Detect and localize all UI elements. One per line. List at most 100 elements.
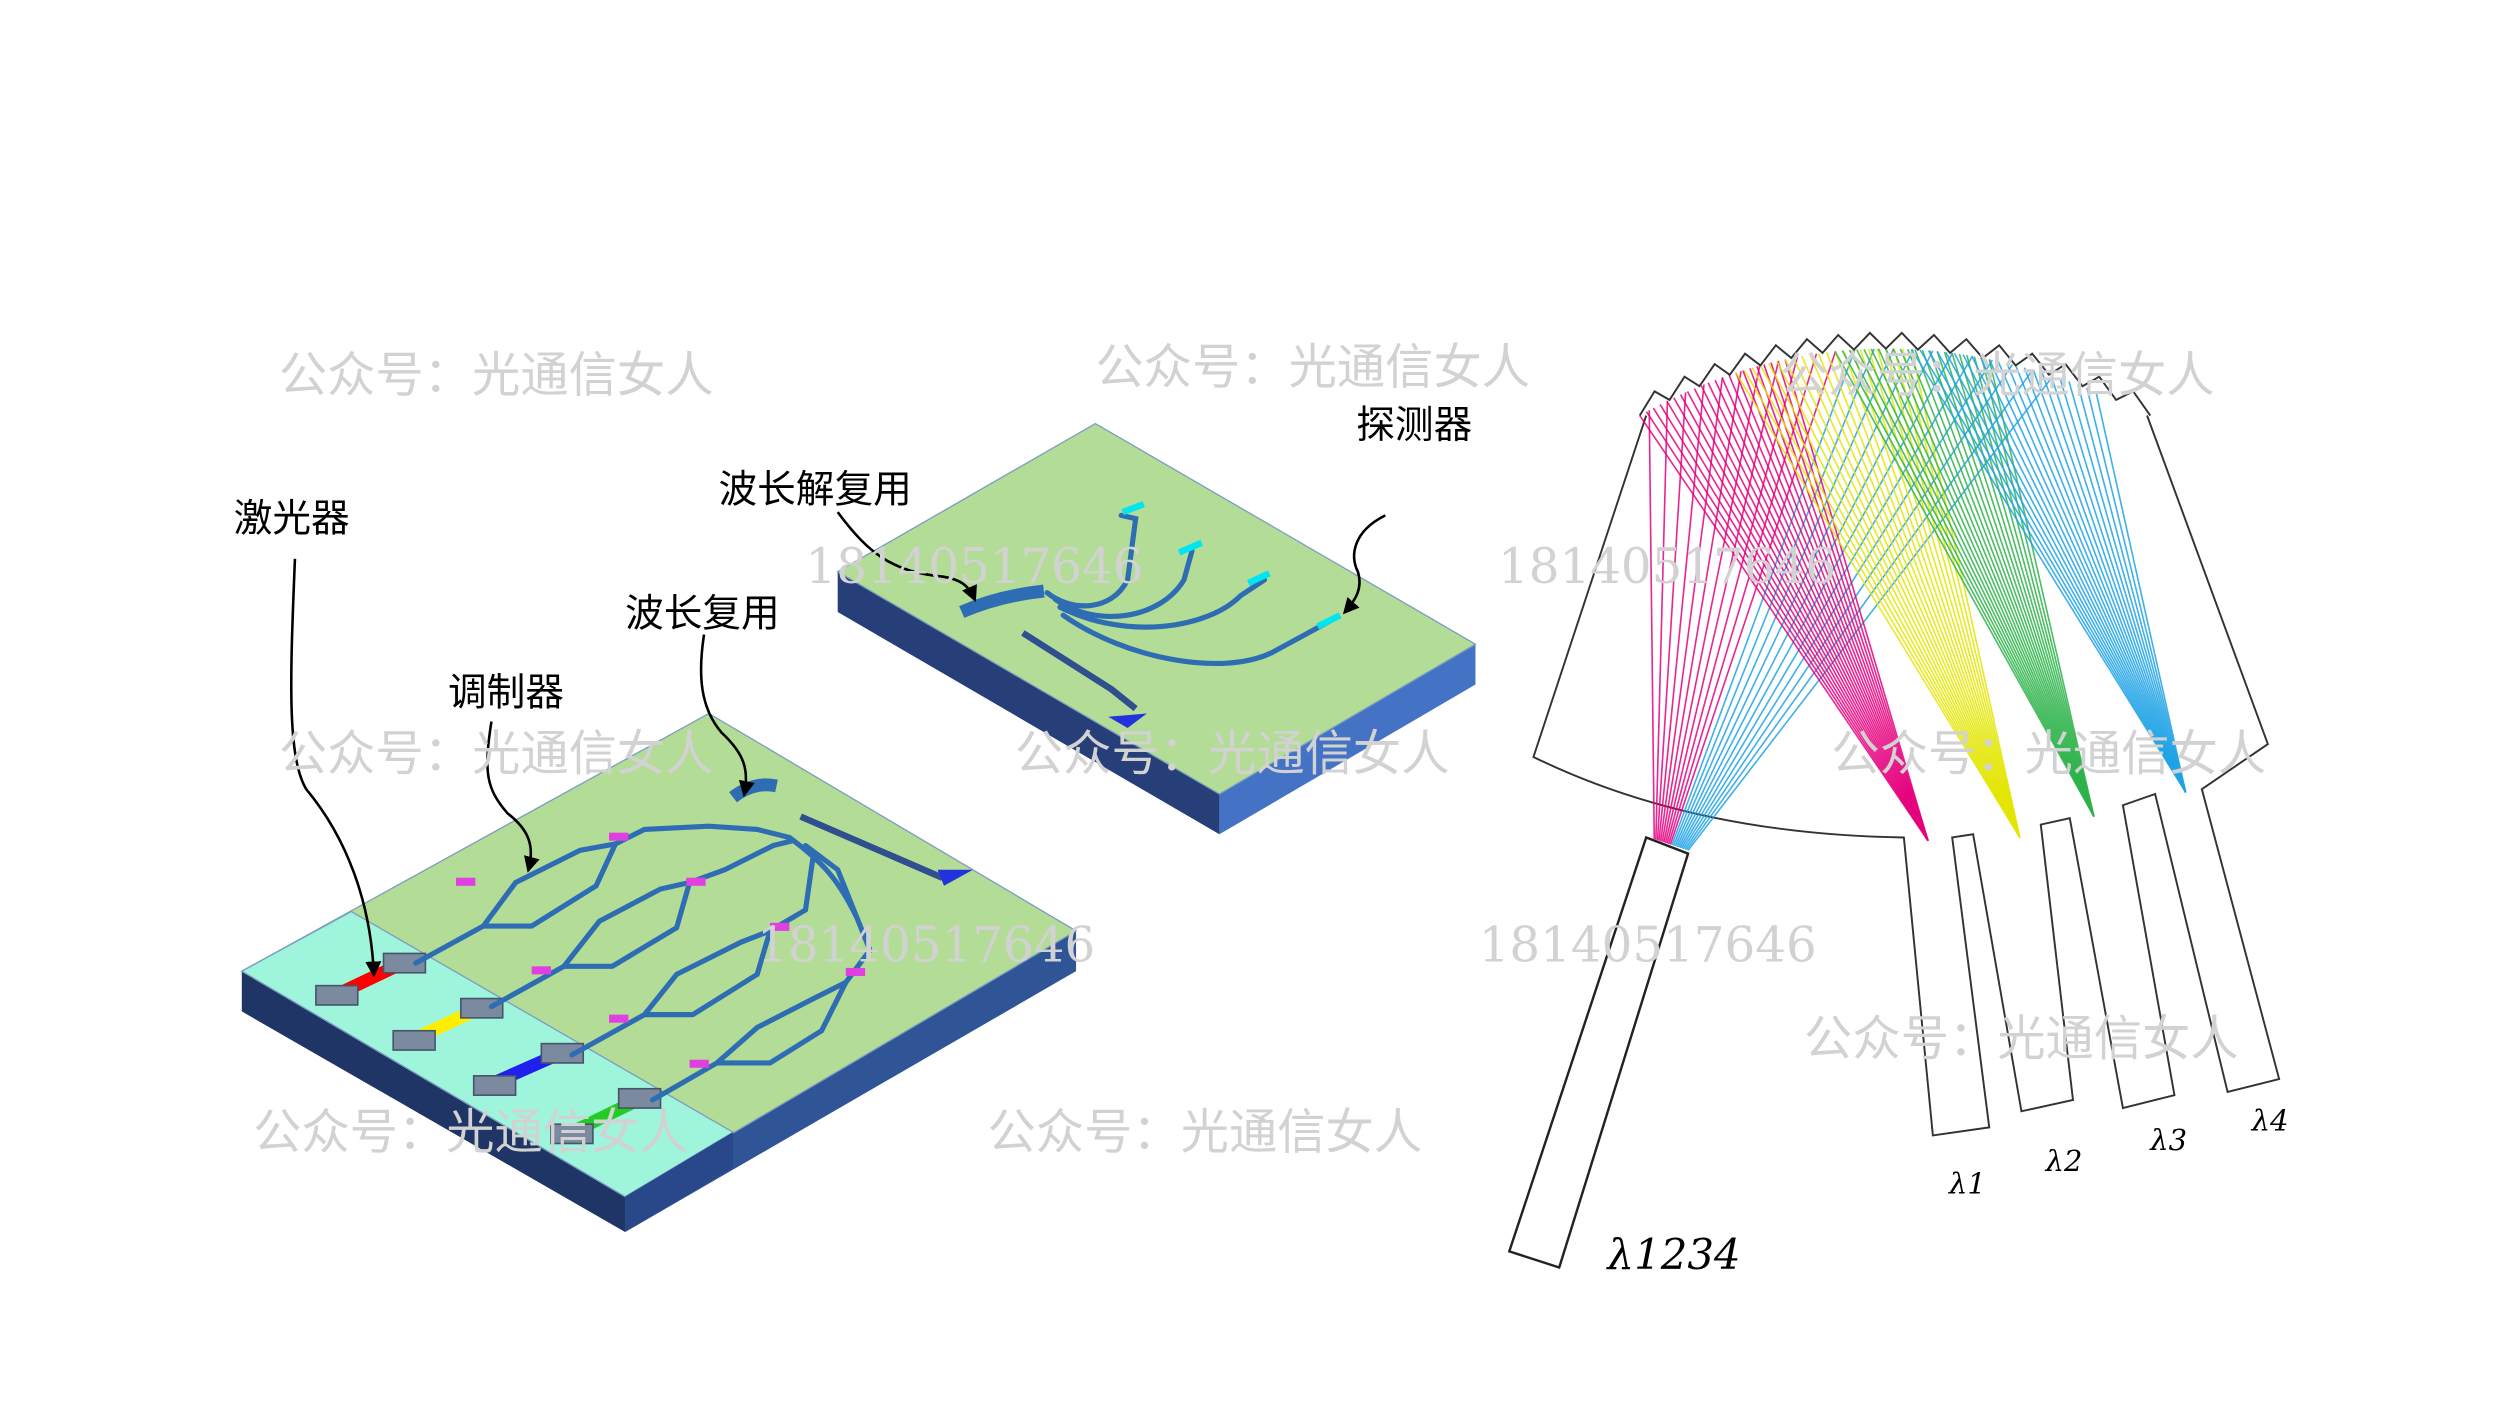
focused-ray [1921,349,2095,817]
focused-ray [2068,381,2187,793]
input-ray [1687,375,2054,851]
focused-ray [2077,384,2187,793]
focused-ray [1763,364,1929,841]
focused-ray [1868,348,2021,838]
focused-ray [1859,349,2021,838]
echelle-grating [1638,331,2152,417]
input-ray [1656,392,1687,841]
focused-ray [1842,350,2021,838]
focused-ray [2050,375,2187,793]
modulator-waveguides [413,778,973,1103]
focused-ray [1971,355,2187,793]
focused-ray [1825,352,2021,838]
focused-ray [1735,372,1929,842]
input-ray [1677,350,1934,848]
chip-right-side [1219,644,1476,835]
focused-ray [1973,356,2095,817]
focused-ray [1834,350,2095,817]
focused-ray [2014,365,2187,793]
focused-ray [1936,351,2095,817]
label-modulator: 调制器 [448,670,564,715]
watermark-text: 公众号：光通信女人 [279,347,714,403]
focused-ray [1784,359,2021,838]
focused-ray [1751,367,2021,838]
focused-ray [1945,351,2187,793]
focused-ray [1892,348,2095,817]
focused-ray [1714,379,1929,842]
input-ray [1659,377,1724,842]
focused-ray [2041,372,2187,793]
focused-ray [1700,385,1929,842]
laser-region-side [625,1132,734,1233]
focused-ray [1639,415,1929,842]
label-lambda-input: λ1234 [1606,1230,1741,1279]
watermark-text: 公众号：光通信女人 [1804,1011,2239,1067]
focused-ray [2006,362,2187,793]
focused-ray [1936,350,2187,793]
arrow-modulator [486,721,540,873]
focused-ray [1841,350,2095,817]
label-demux: 波长解复用 [719,467,912,512]
focused-ray [1728,374,1929,842]
focused-ray [1988,359,2095,817]
focused-ray [2023,367,2187,793]
focused-ray [1759,365,2021,838]
label-lambda-3: λ3 [2149,1123,2187,1157]
focused-ray [2032,369,2187,793]
focused-ray [1910,349,2021,838]
arrow-demux [836,511,977,603]
focused-ray [1673,397,1929,842]
label-lambda-2: λ2 [2045,1144,2083,1178]
focused-ray [1943,351,2095,817]
focused-ray [1870,348,2095,817]
input-ray [1663,365,1761,843]
focused-ray [1884,348,2021,838]
focused-ray [1919,349,2187,793]
input-ray [1658,384,1705,841]
focused-ray [1962,354,2187,793]
chip-left-side [837,571,1220,835]
input-ray [1648,410,1656,840]
focused-ray [1735,372,2021,838]
focused-ray [1707,382,1929,842]
label-laser: 激光器 [234,496,350,541]
focused-ray [1693,388,1929,842]
watermark-text: 公众号：光通信女人 [1015,726,1450,782]
focused-ray [1686,391,1929,842]
chip-right-side [625,930,1077,1233]
focused-ray [1979,357,2187,793]
label-lambda-1: λ1 [1948,1166,1986,1200]
watermark-phone: 18140517646 [1479,917,1817,973]
focused-ray [1927,350,2187,793]
arrow-laser [289,558,382,978]
focused-ray [1885,348,2095,817]
focused-ray [1645,411,1929,842]
laser-array [315,952,662,1145]
focused-ray [1910,348,2187,793]
watermark-text: 公众号：光通信女人 [1095,339,1530,395]
input-ray [1667,353,1818,845]
transmitter-chip [240,712,1078,1233]
focused-ray [1929,350,2095,817]
focused-ray [1679,394,1929,842]
diffracted-rays [1639,348,2187,851]
input-ray [1661,370,1742,842]
watermark-phone: 18140517646 [757,917,1095,973]
focused-ray [1988,359,2187,793]
focused-ray [1834,351,2021,838]
focused-ray [1876,348,2021,838]
watermark-text: 公众号：光通信女人 [987,1104,1422,1160]
focused-ray [1777,360,1929,841]
focused-ray [1981,357,2095,817]
input-ray [1664,360,1780,844]
arrow-detector [1342,514,1386,615]
slab-outline [1532,415,2281,1137]
focused-ray [1966,355,2095,817]
focused-ray [2059,378,2187,793]
focused-ray [1770,362,1929,841]
focused-ray [2095,391,2187,793]
chip-left-side [241,971,626,1233]
focused-ray [1906,348,2095,817]
focused-ray [1855,349,2095,817]
